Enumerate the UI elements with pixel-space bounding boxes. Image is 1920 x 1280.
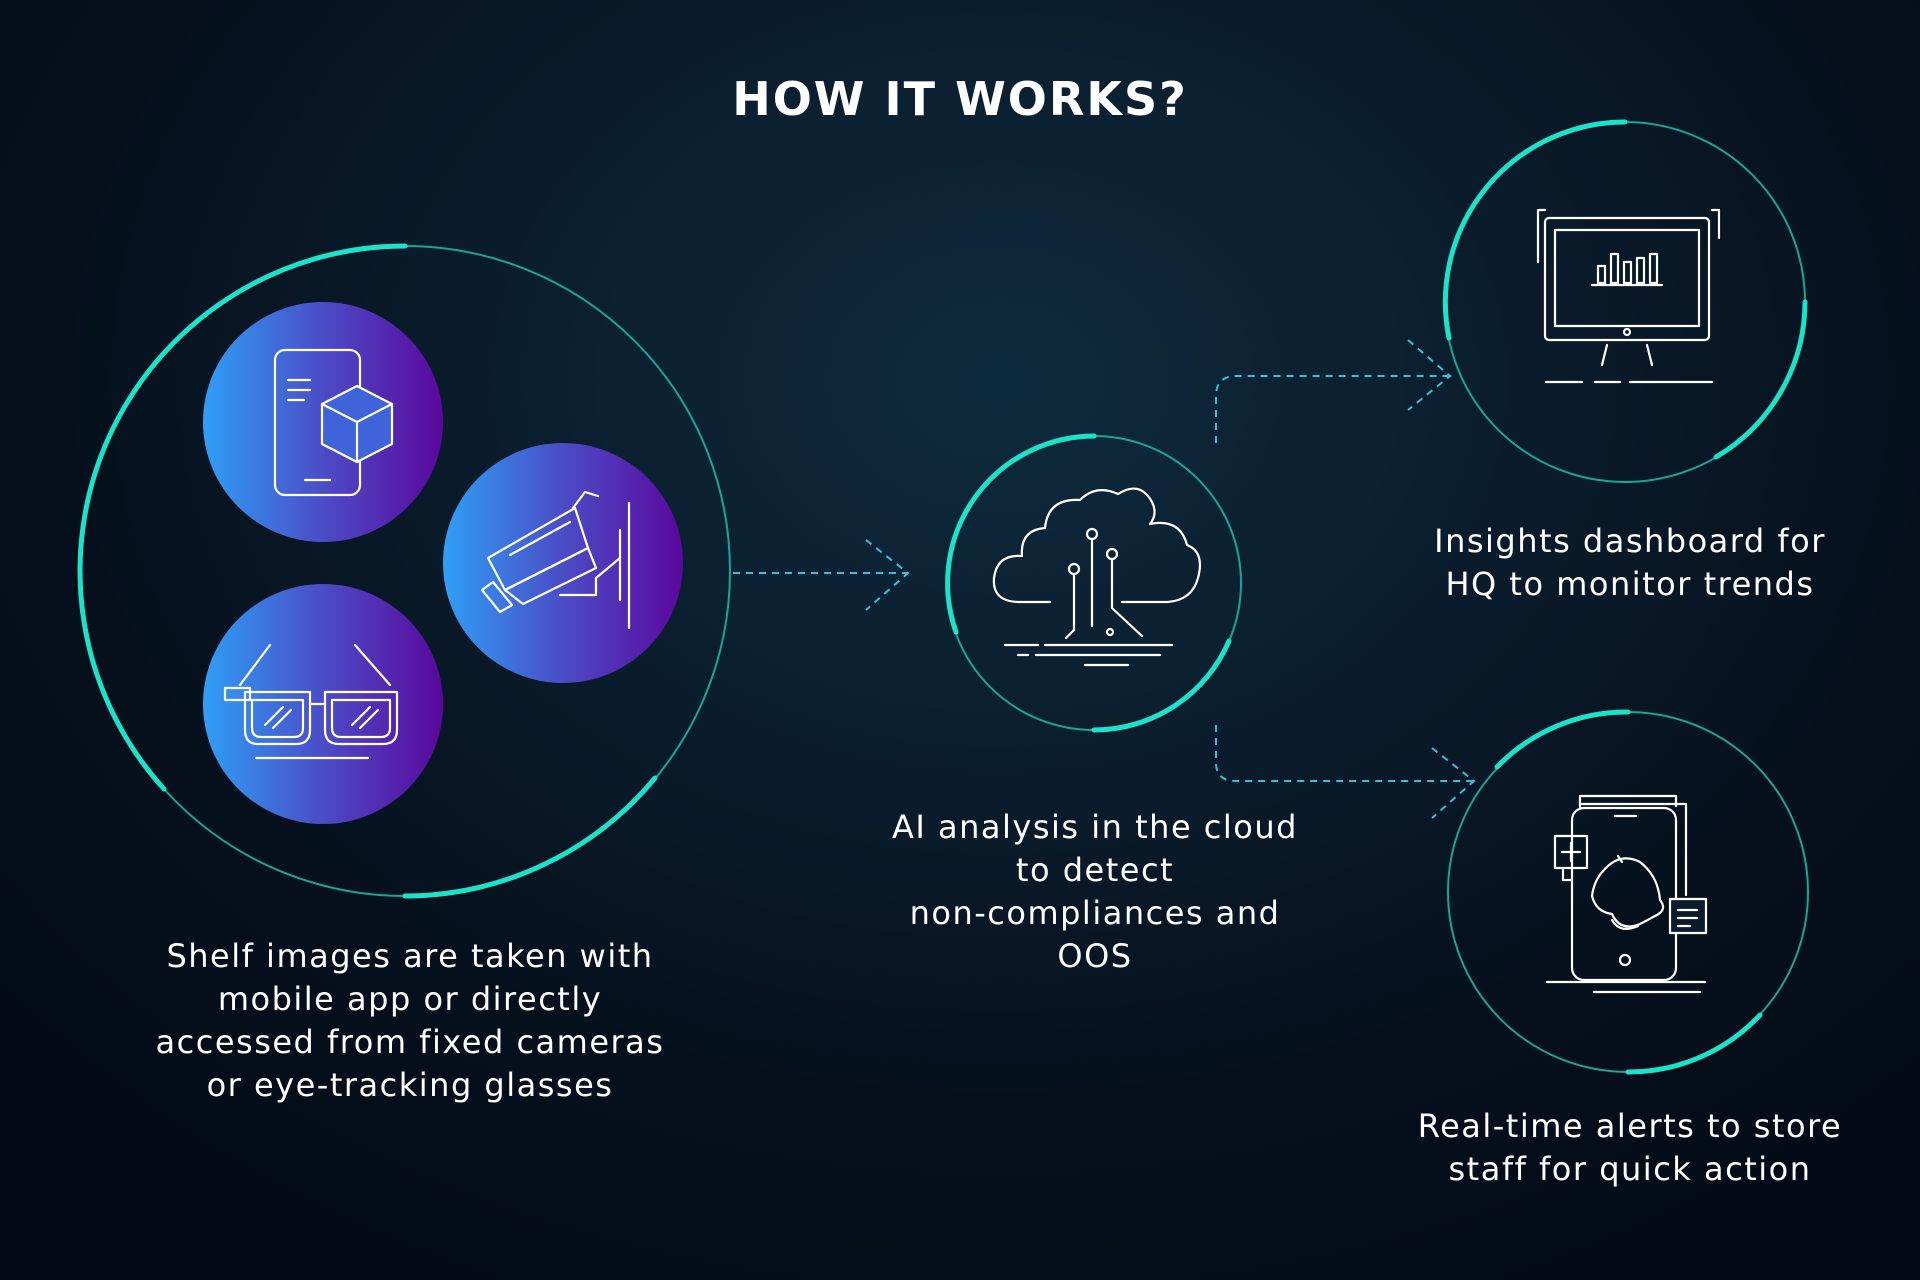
dashboard-caption-line: HQ to monitor trends [1445,565,1815,603]
connector-cloud-to-dashboard [1215,339,1452,443]
dashboard-caption-line: Insights dashboard for [1434,522,1826,560]
input-sources-circle [77,243,731,899]
alerts-circle [1447,709,1809,1075]
connector-cloud-to-alerts [1215,725,1478,819]
cloud-analysis-circle [945,433,1242,733]
alerts-caption-line: staff for quick action [1448,1150,1812,1188]
page-title: HOW IT WORKS? [732,72,1188,126]
cloud-caption-line: AI analysis in the cloud [892,808,1298,846]
input-caption-line: accessed from fixed cameras [155,1023,665,1061]
input-caption-line: mobile app or directly [217,980,603,1018]
cloud-caption-line: OOS [1057,937,1133,975]
cloud-caption-line: non-compliances and [909,894,1281,932]
alerts-caption-line: Real-time alerts to store [1417,1107,1843,1145]
alerts-caption: Real-time alerts to store staff for quic… [1370,1105,1890,1191]
dashboard-circle [1442,119,1808,483]
input-caption-line: or eye-tracking glasses [206,1066,614,1104]
cloud-analysis-caption: AI analysis in the cloud to detect non-c… [850,806,1340,978]
mobile-cube-icon [203,302,443,542]
monitor-bar-chart-icon [1536,208,1721,384]
smart-glasses-icon [203,584,443,824]
cloud-circuit-icon [992,487,1202,667]
cloud-caption-line: to detect [1015,851,1175,889]
dashboard-caption: Insights dashboard for HQ to monitor tre… [1370,520,1890,606]
input-sources-caption: Shelf images are taken with mobile app o… [100,935,720,1107]
phone-bell-alert-icon [1545,794,1708,994]
connector-input-to-cloud [733,539,910,611]
security-camera-icon [443,443,683,683]
input-caption-line: Shelf images are taken with [166,937,654,975]
